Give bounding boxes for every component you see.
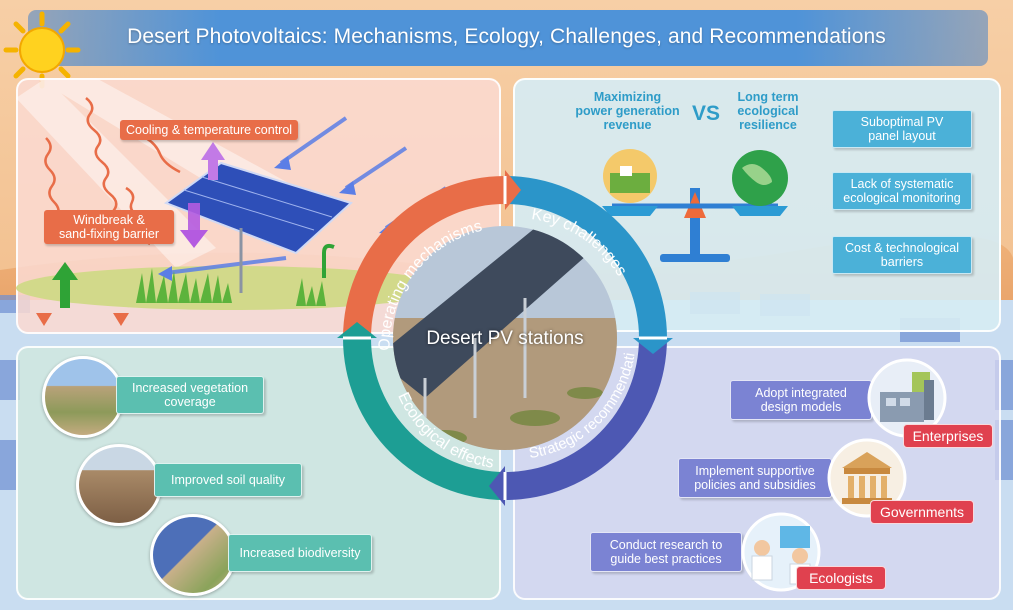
center-label: Desert PV stations — [426, 328, 584, 349]
segment-effects — [343, 338, 505, 500]
segment-challenges — [505, 176, 667, 338]
actor-tag-governments: Governments — [870, 500, 974, 524]
grass-icon — [136, 268, 326, 306]
soil-photo — [76, 444, 162, 526]
central-ring: Operating mechanisms Key challenges Stra… — [335, 168, 673, 506]
actor-tag-enterprises: Enterprises — [903, 424, 993, 448]
balance-scale-icon — [602, 149, 788, 262]
vs-label: VS — [692, 102, 721, 125]
biodiversity-photo — [150, 514, 236, 596]
effect-box-biodiversity: Increased biodiversity — [228, 534, 372, 572]
power-revenue-label: Maximizing power generation revenue — [575, 90, 680, 132]
factory-icon — [867, 358, 947, 438]
solar-panel-icon — [163, 161, 353, 293]
page-title: Desert Photovoltaics: Mechanisms, Ecolog… — [127, 25, 886, 48]
vegetation-photo — [42, 356, 124, 438]
windbreak-label: Windbreak & sand-fixing barrier — [44, 210, 174, 244]
segment-recommendations — [505, 338, 667, 500]
ecological-resilience-label: Long term ecological resilience — [737, 90, 799, 132]
cooling-label: Cooling & temperature control — [120, 120, 299, 140]
mechanism-illustration — [16, 78, 448, 326]
segment-mechanisms — [343, 176, 505, 338]
effect-box-soil: Improved soil quality — [154, 463, 302, 497]
actor-tag-ecologists: Ecologists — [796, 566, 886, 590]
government-building-icon — [827, 438, 907, 518]
title-banner — [28, 10, 988, 66]
